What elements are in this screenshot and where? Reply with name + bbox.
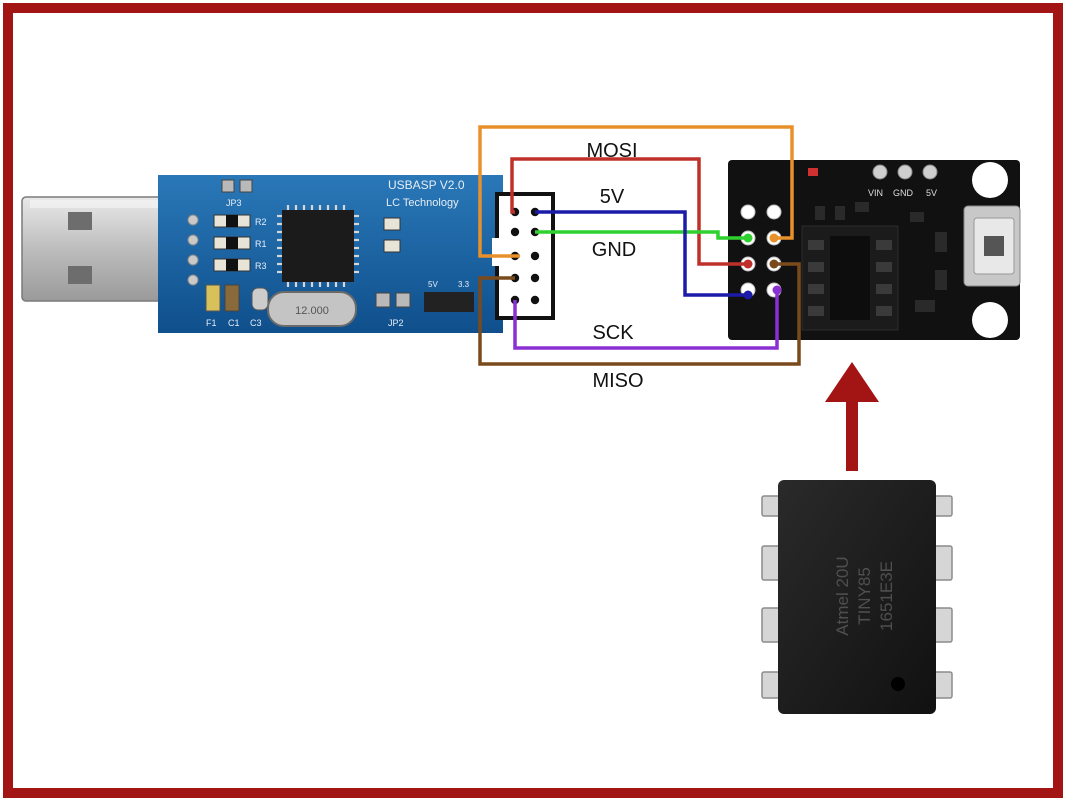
usbasp-mcu [277, 205, 359, 287]
wire-sck [513, 290, 779, 350]
jp2-pad-2 [395, 292, 411, 308]
crystal-label: 12.000 [295, 305, 329, 317]
label-5v: 5V [428, 280, 438, 289]
label-r3: R3 [255, 261, 267, 271]
voltage-jumper [424, 292, 474, 312]
header-label-5v: 5V [926, 188, 937, 198]
label-f1: F1 [206, 318, 217, 328]
insert-arrow [825, 362, 879, 471]
attiny-board: VIN GND 5V [728, 160, 1021, 340]
label-jp3: JP3 [226, 198, 242, 208]
label-5v-wire: 5V [600, 186, 625, 208]
attiny85-chip: Atmel 20U TINY85 1651E3E [761, 480, 953, 714]
usbasp-subtitle: LC Technology [386, 197, 459, 209]
chip-line-1: Atmel 20U [833, 556, 852, 635]
led-2 [383, 239, 401, 253]
crystal [267, 291, 357, 327]
mount-hole-top [972, 162, 1008, 198]
header-label-vin: VIN [868, 188, 883, 198]
label-c1: C1 [228, 318, 240, 328]
label-miso: MISO [592, 370, 643, 392]
label-sck: SCK [592, 322, 634, 344]
micro-usb-port [963, 205, 1021, 287]
wire-end-dots [743, 233, 782, 300]
wire-blue [535, 210, 748, 297]
label-c3: C3 [250, 318, 262, 328]
header-label-gnd: GND [893, 188, 914, 198]
jp2-pad-1 [375, 292, 391, 308]
label-3v3: 3.3 [458, 280, 470, 289]
chip-line-3: 1651E3E [877, 561, 896, 631]
wire-miso [478, 262, 801, 366]
chip-line-2: TINY85 [855, 567, 874, 625]
isp-header [492, 192, 555, 320]
wires [478, 125, 801, 366]
usbasp-pads [187, 179, 269, 312]
label-gnd: GND [592, 239, 636, 261]
wire-gnd [535, 230, 748, 240]
dip-socket [801, 225, 899, 331]
label-r1: R1 [255, 239, 267, 249]
usb-plug [21, 196, 188, 302]
usbasp-title: USBASP V2.0 [388, 178, 465, 192]
mount-hole-bottom [972, 302, 1008, 338]
label-jp2: JP2 [388, 318, 404, 328]
label-mosi: MOSI [586, 140, 637, 162]
led-1 [383, 217, 401, 231]
wire-5v [510, 157, 748, 266]
usbasp-programmer: 12.000 USBASP V2.0 LC Technology JP3 R2 … [21, 175, 503, 333]
label-r2: R2 [255, 217, 267, 227]
wire-mosi [478, 125, 794, 258]
diagram-frame [3, 3, 1063, 798]
